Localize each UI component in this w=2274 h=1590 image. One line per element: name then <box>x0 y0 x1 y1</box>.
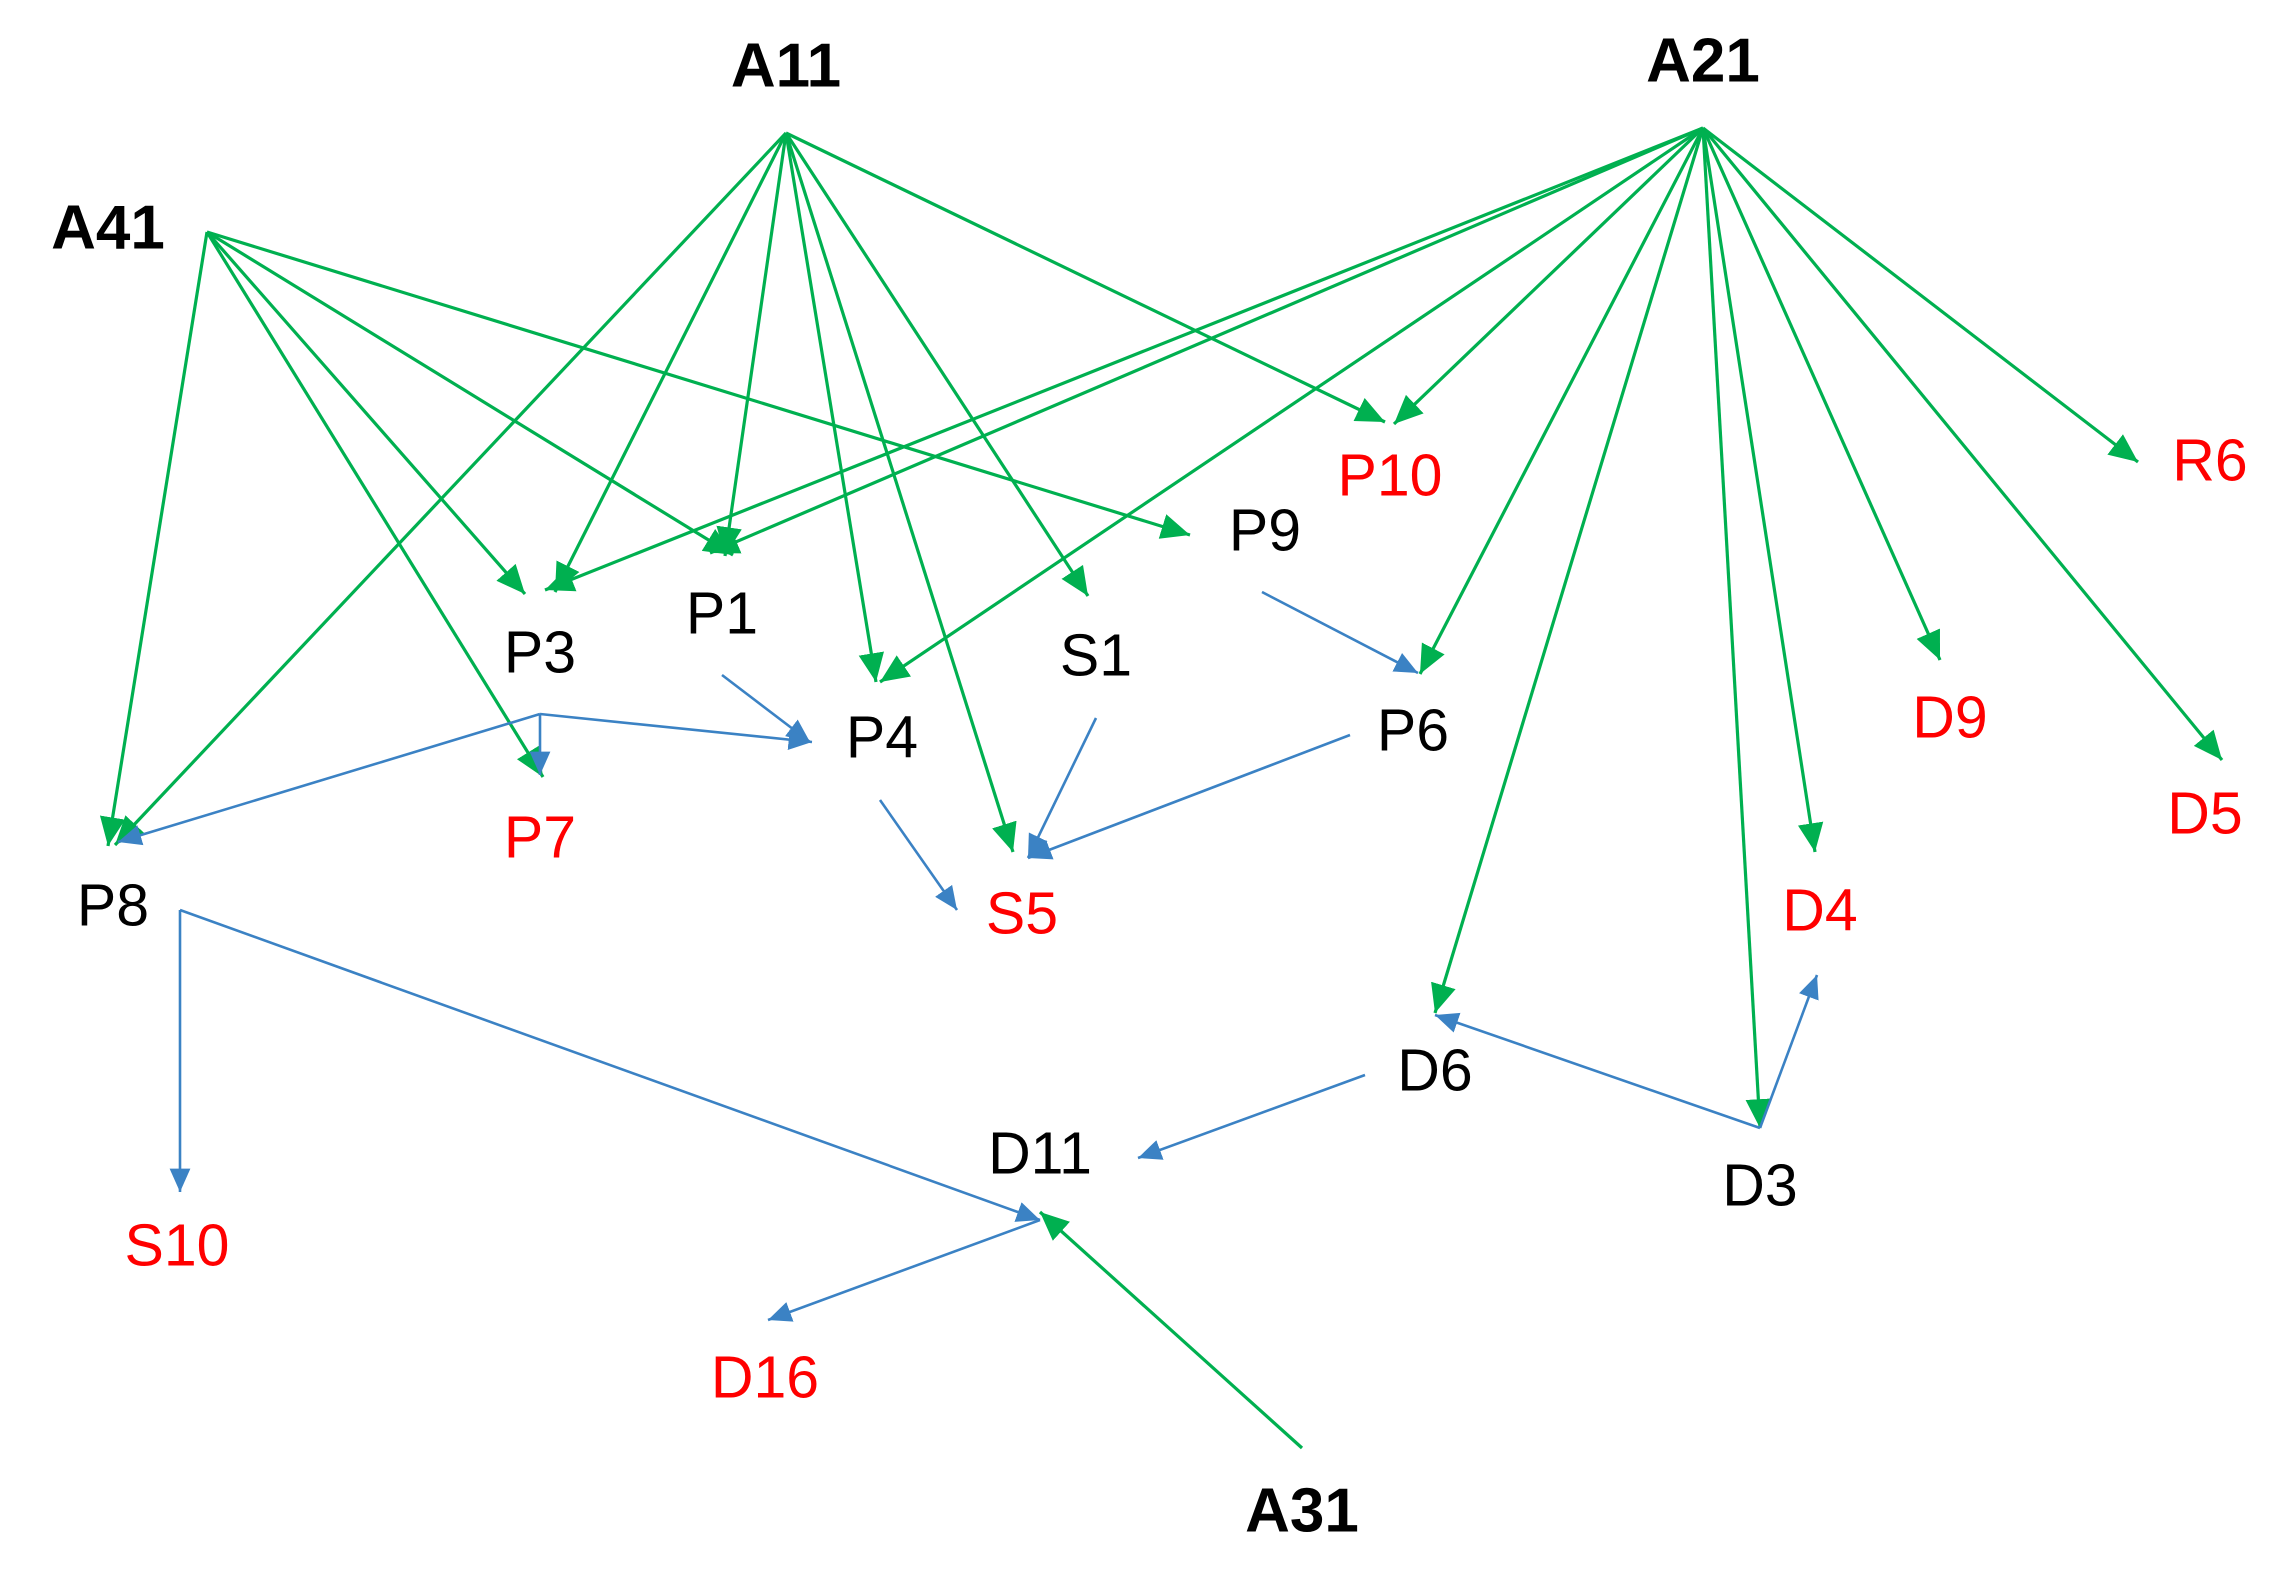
node-p7: P7 <box>504 805 576 871</box>
node-d9: D9 <box>1912 685 1987 751</box>
edge-d6-to-d11 <box>1137 1073 1366 1160</box>
edge-p4-to-s5 <box>878 799 959 911</box>
edge-a21-to-d5 <box>1701 126 2224 762</box>
edge-a21-to-r6 <box>1702 126 2139 464</box>
edge-p9-to-p6 <box>1261 590 1419 675</box>
node-a21: A21 <box>1646 26 1760 95</box>
edge-a41-to-p1 <box>206 230 734 557</box>
edge-p3-to-p4 <box>539 712 813 750</box>
node-d4: D4 <box>1782 878 1857 944</box>
edge-a31-to-d11 <box>1038 1210 1304 1450</box>
edge-a41-to-p8 <box>99 231 209 847</box>
node-s5: S5 <box>986 881 1058 947</box>
edge-a21-to-p3 <box>544 126 1704 592</box>
node-p6: P6 <box>1377 698 1449 764</box>
edge-d3-to-d6 <box>1434 1012 1761 1130</box>
edge-a11-to-p4 <box>784 132 884 683</box>
edge-p6-to-s5 <box>1027 733 1351 860</box>
edge-a21-to-p4 <box>879 126 1704 684</box>
edge-a11-to-s1 <box>784 132 1090 597</box>
node-p3: P3 <box>504 620 576 686</box>
edge-a11-to-p1 <box>716 132 788 557</box>
node-d3: D3 <box>1722 1153 1797 1219</box>
node-p10: P10 <box>1338 443 1443 509</box>
node-d6: D6 <box>1397 1038 1472 1104</box>
node-s1: S1 <box>1060 623 1132 689</box>
edge-a41-to-p7 <box>205 231 545 778</box>
edge-p8-to-d11 <box>179 908 1041 1222</box>
edge-a11-to-p10 <box>785 131 1386 424</box>
node-a41: A41 <box>51 193 165 262</box>
edge-a11-to-s5 <box>784 132 1017 853</box>
node-p4: P4 <box>846 705 918 771</box>
node-d5: D5 <box>2167 781 2242 847</box>
node-d16: D16 <box>711 1345 819 1411</box>
edge-layer <box>99 126 2224 1450</box>
edge-a21-to-p10 <box>1392 126 1705 426</box>
edge-a11-to-p8 <box>113 131 788 847</box>
edge-a11-to-p3 <box>553 132 788 593</box>
edge-a21-to-d3 <box>1701 127 1772 1129</box>
node-p8: P8 <box>77 873 149 939</box>
edge-a21-to-d9 <box>1701 127 1942 661</box>
node-s10: S10 <box>125 1213 230 1279</box>
edge-a41-to-p3 <box>205 230 527 596</box>
edge-s1-to-s5 <box>1026 717 1098 859</box>
node-a11: A11 <box>731 31 841 100</box>
node-p9: P9 <box>1229 498 1301 564</box>
edge-d11-to-d16 <box>767 1218 1041 1322</box>
edge-a41-to-p9 <box>206 230 1191 539</box>
edge-a21-to-d6 <box>1431 127 1705 1014</box>
node-d11: D11 <box>988 1121 1092 1187</box>
edge-a21-to-p1 <box>709 126 1704 555</box>
node-a31: A31 <box>1245 1476 1359 1545</box>
node-r6: R6 <box>2172 428 2247 494</box>
edge-a21-to-p6 <box>1418 127 1705 675</box>
edge-p1-to-p4 <box>721 673 811 744</box>
edge-p3-to-p8 <box>117 712 541 846</box>
node-p1: P1 <box>686 581 758 647</box>
edge-d3-to-d4 <box>1758 974 1819 1129</box>
edge-a21-to-d4 <box>1701 127 1824 853</box>
